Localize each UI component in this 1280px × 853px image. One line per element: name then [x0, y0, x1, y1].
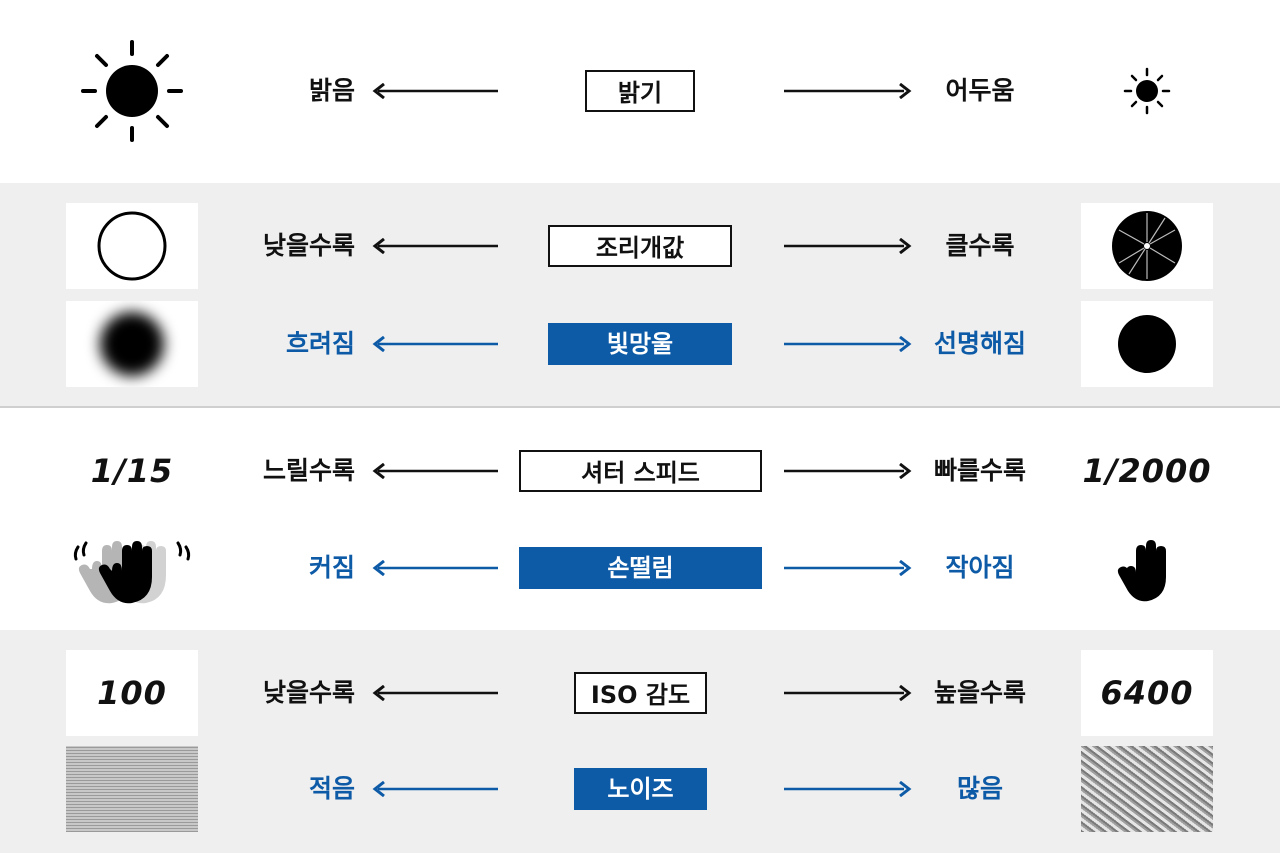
arrow-right-blue-icon [784, 336, 912, 352]
row-noise: 적음 노이즈 많음 [0, 746, 1280, 832]
row-shutter: 1/15 느릴수록 셔터 스피드 빠를수록 1/2000 [0, 428, 1280, 514]
iso-left-value-tile: 100 [66, 650, 198, 736]
band-shutter [0, 408, 1280, 630]
arrow-right-icon [784, 83, 912, 99]
row-brightness: 밝음 밝기 어두움 [0, 36, 1280, 146]
arrow-right-icon [784, 685, 912, 701]
arrow-right-icon [784, 463, 912, 479]
still-hand-icon [1081, 525, 1213, 611]
iso-right-label: 높을수록 [933, 678, 1026, 707]
row-aperture: 낮을수록 조리개값 클수록 [0, 203, 1280, 289]
iso-left-label: 낮을수록 [262, 678, 355, 707]
iso-center-label: ISO 감도 [574, 672, 707, 714]
arrow-left-icon [372, 463, 498, 479]
bokeh-left-label: 흐려짐 [285, 329, 355, 358]
blurred-dot-icon [66, 301, 198, 387]
coarse-noise-icon [1081, 746, 1213, 832]
large-sun-icon [66, 36, 198, 146]
shake-center-label: 손떨림 [519, 547, 762, 589]
fine-noise-icon [66, 746, 198, 832]
arrow-left-icon [372, 238, 498, 254]
bokeh-right-label: 선명해짐 [933, 329, 1026, 358]
shutter-left-value: 1/15 [90, 452, 174, 490]
closed-aperture-icon [1081, 203, 1213, 289]
noise-right-label: 많음 [956, 774, 1003, 803]
iso-right-value: 6400 [1100, 674, 1194, 712]
shake-left-label: 커짐 [308, 553, 355, 582]
noise-center-label: 노이즈 [574, 768, 707, 810]
band-iso [0, 630, 1280, 853]
shutter-left-value-tile: 1/15 [66, 428, 198, 514]
shutter-left-label: 느릴수록 [262, 456, 355, 485]
shutter-right-label: 빠를수록 [933, 456, 1026, 485]
shutter-right-value-tile: 1/2000 [1081, 428, 1213, 514]
shake-right-label: 작아짐 [945, 553, 1015, 582]
brightness-left-label: 밝음 [308, 76, 355, 105]
small-sun-icon [1081, 36, 1213, 146]
band-divider [0, 406, 1280, 408]
open-aperture-icon [66, 203, 198, 289]
arrow-right-blue-icon [784, 560, 912, 576]
band-aperture [0, 183, 1280, 407]
arrow-left-blue-icon [372, 336, 498, 352]
arrow-left-blue-icon [372, 781, 498, 797]
noise-left-label: 적음 [308, 774, 355, 803]
iso-left-value: 100 [97, 674, 167, 712]
row-shake: 커짐 손떨림 작아짐 [0, 525, 1280, 611]
aperture-center-label: 조리개값 [548, 225, 732, 267]
aperture-right-label: 클수록 [945, 231, 1015, 260]
arrow-right-icon [784, 238, 912, 254]
shutter-center-label: 셔터 스피드 [519, 450, 762, 492]
arrow-left-icon [372, 685, 498, 701]
brightness-center-label: 밝기 [585, 70, 695, 112]
bokeh-center-label: 빛망울 [548, 323, 732, 365]
aperture-left-label: 낮을수록 [262, 231, 355, 260]
sharp-dot-icon [1081, 301, 1213, 387]
row-bokeh: 흐려짐 빛망울 선명해짐 [0, 301, 1280, 387]
shutter-right-value: 1/2000 [1082, 452, 1212, 490]
brightness-right-label: 어두움 [945, 76, 1015, 105]
row-iso: 100 낮을수록 ISO 감도 높을수록 6400 [0, 650, 1280, 736]
shaking-hand-icon [66, 525, 198, 611]
arrow-left-blue-icon [372, 560, 498, 576]
arrow-right-blue-icon [784, 781, 912, 797]
iso-right-value-tile: 6400 [1081, 650, 1213, 736]
arrow-left-icon [372, 83, 498, 99]
